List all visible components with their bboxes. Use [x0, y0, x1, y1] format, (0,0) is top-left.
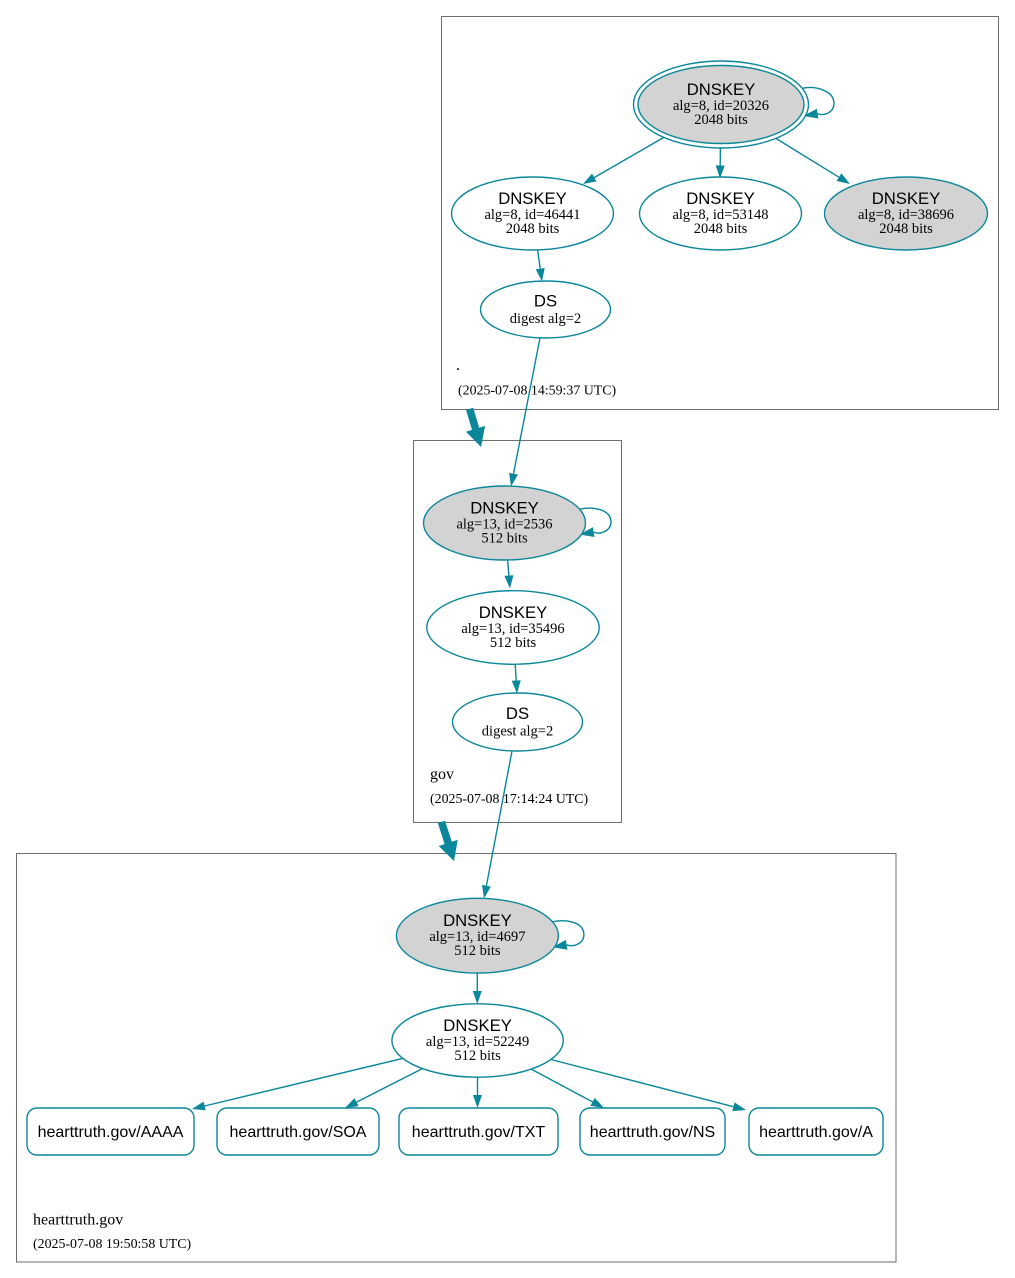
svg-text:2048 bits: 2048 bits — [879, 221, 933, 237]
svg-text:DS: DS — [534, 292, 557, 311]
svg-text:512 bits: 512 bits — [490, 635, 537, 651]
svg-text:alg=13, id=2536: alg=13, id=2536 — [456, 517, 552, 533]
svg-text:(2025-07-08 14:59:37 UTC): (2025-07-08 14:59:37 UTC) — [458, 384, 617, 399]
svg-text:DNSKEY: DNSKEY — [872, 189, 941, 208]
svg-text:DNSKEY: DNSKEY — [687, 80, 756, 99]
svg-text:alg=13, id=52249: alg=13, id=52249 — [426, 1034, 529, 1050]
svg-text:hearttruth.gov: hearttruth.gov — [33, 1212, 123, 1229]
svg-text:DNSKEY: DNSKEY — [443, 911, 512, 930]
svg-text:digest alg=2: digest alg=2 — [510, 311, 581, 327]
svg-text:gov: gov — [430, 766, 454, 783]
svg-text:DNSKEY: DNSKEY — [470, 499, 539, 518]
svg-text:(2025-07-08 17:14:24 UTC): (2025-07-08 17:14:24 UTC) — [430, 792, 589, 807]
svg-text:hearttruth.gov/NS: hearttruth.gov/NS — [590, 1124, 715, 1141]
svg-text:(2025-07-08 19:50:58 UTC): (2025-07-08 19:50:58 UTC) — [33, 1237, 192, 1252]
svg-text:hearttruth.gov/SOA: hearttruth.gov/SOA — [230, 1124, 367, 1141]
svg-text:2048 bits: 2048 bits — [694, 112, 748, 128]
svg-text:DNSKEY: DNSKEY — [479, 603, 548, 622]
svg-text:alg=8, id=46441: alg=8, id=46441 — [484, 207, 580, 223]
svg-text:hearttruth.gov/AAAA: hearttruth.gov/AAAA — [38, 1124, 184, 1141]
svg-text:512 bits: 512 bits — [481, 531, 528, 547]
svg-text:2048 bits: 2048 bits — [506, 221, 560, 237]
svg-text:alg=13, id=35496: alg=13, id=35496 — [461, 621, 564, 637]
svg-text:hearttruth.gov/TXT: hearttruth.gov/TXT — [412, 1124, 546, 1141]
svg-text:alg=8, id=53148: alg=8, id=53148 — [672, 207, 768, 223]
svg-text:hearttruth.gov/A: hearttruth.gov/A — [759, 1124, 873, 1141]
svg-text:DNSKEY: DNSKEY — [443, 1016, 512, 1035]
svg-text:DNSKEY: DNSKEY — [498, 189, 567, 208]
svg-text:digest alg=2: digest alg=2 — [482, 724, 553, 740]
svg-text:alg=8, id=38696: alg=8, id=38696 — [858, 207, 954, 223]
svg-text:DNSKEY: DNSKEY — [686, 189, 755, 208]
svg-text:2048 bits: 2048 bits — [694, 221, 748, 237]
svg-text:512 bits: 512 bits — [454, 943, 501, 959]
svg-text:.: . — [456, 357, 460, 374]
svg-text:alg=8, id=20326: alg=8, id=20326 — [673, 98, 769, 114]
svg-text:alg=13, id=4697: alg=13, id=4697 — [429, 929, 525, 945]
svg-text:DS: DS — [506, 704, 529, 723]
svg-text:512 bits: 512 bits — [454, 1048, 501, 1064]
